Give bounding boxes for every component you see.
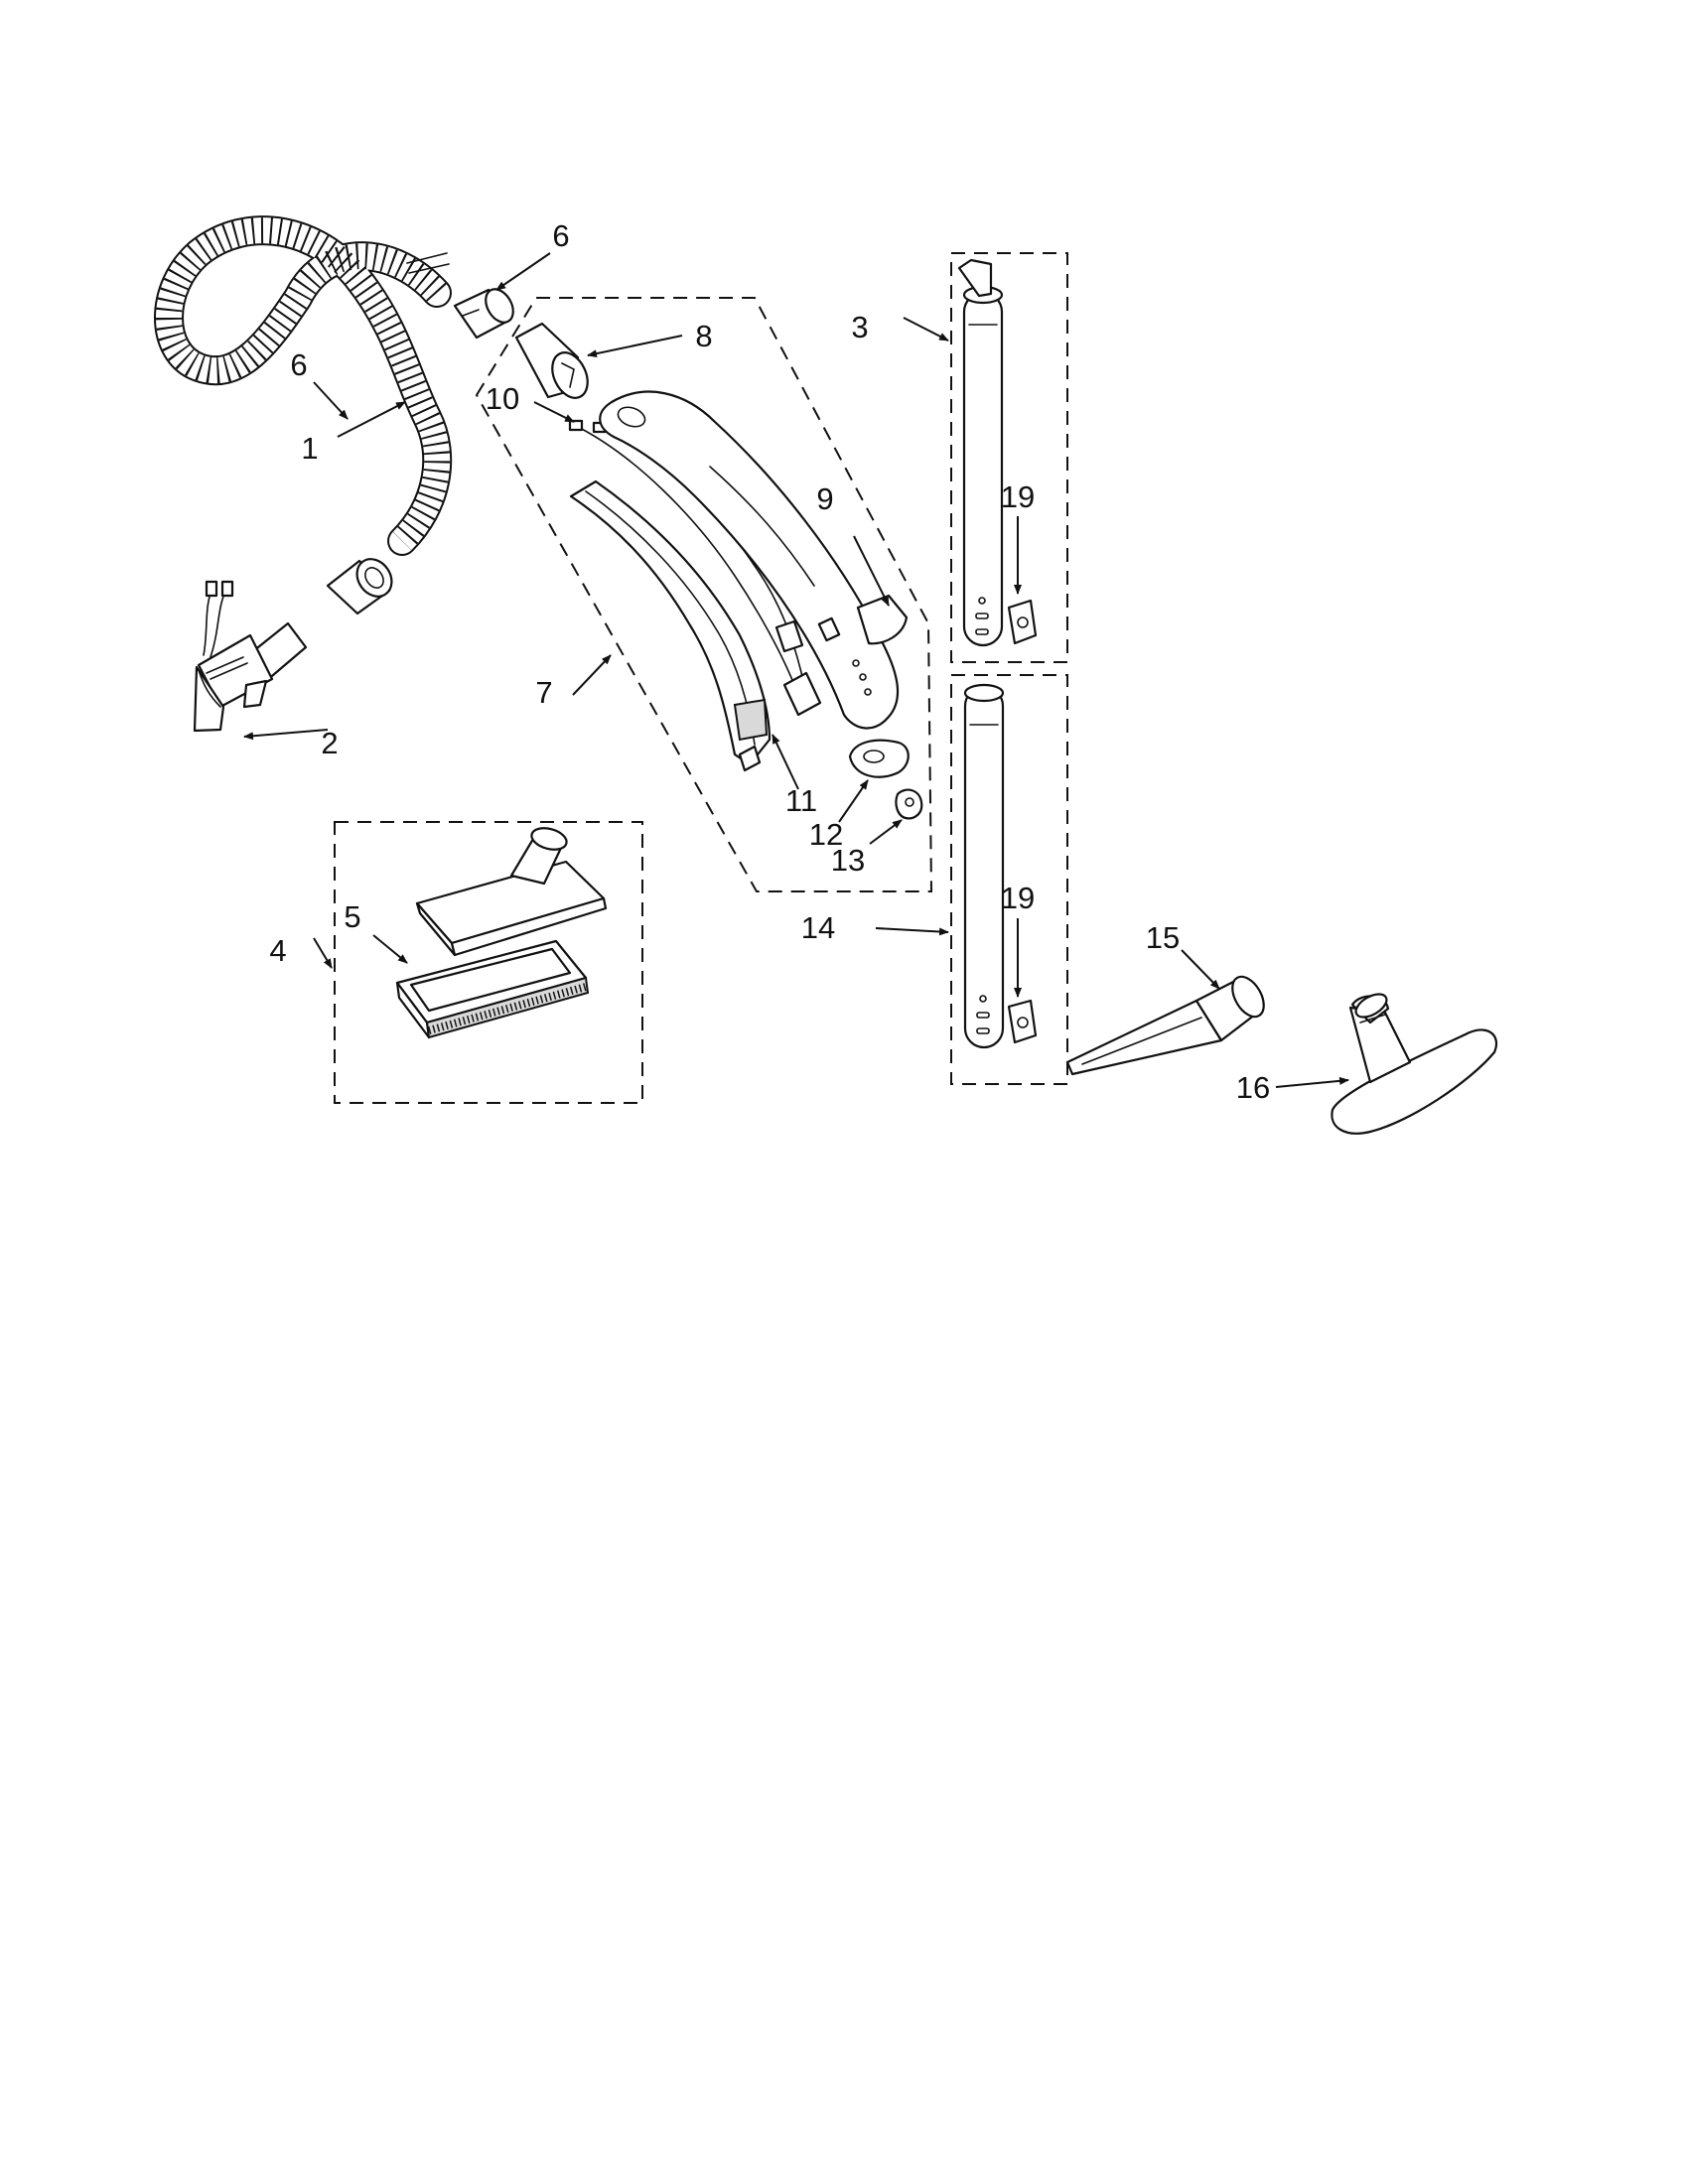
hose-cuff-upper-part-6 xyxy=(453,288,514,340)
handle-housing-part-9 xyxy=(599,390,909,730)
callout-12: 12 xyxy=(809,817,843,852)
floor-brush-part-16 xyxy=(1331,993,1497,1135)
group-box-part-4 xyxy=(334,821,643,1104)
callout-6-upper: 6 xyxy=(552,218,569,253)
callout-8: 8 xyxy=(695,319,712,353)
latch-part-12 xyxy=(848,739,910,778)
callout-6-lower: 6 xyxy=(290,347,307,382)
callout-7: 7 xyxy=(535,675,552,710)
callout-labels: 1 2 3 4 5 6 6 7 8 9 10 11 12 13 14 15 16… xyxy=(269,218,1270,1105)
wand-clip-upper-part-19 xyxy=(1007,599,1038,645)
wand-clip-lower-part-19 xyxy=(1007,999,1038,1044)
hose-part-1 xyxy=(154,215,453,556)
callout-3: 3 xyxy=(851,310,868,344)
callout-9: 9 xyxy=(816,481,833,516)
callout-14: 14 xyxy=(801,910,835,945)
group-box-part-7 xyxy=(475,297,933,892)
hose-swivel-part-2 xyxy=(193,580,308,733)
callout-1: 1 xyxy=(301,431,318,466)
callout-4: 4 xyxy=(269,933,286,968)
brush-insert-part-5 xyxy=(395,939,590,1039)
wand-lower-part-14 xyxy=(963,683,1005,1049)
callout-13: 13 xyxy=(831,843,865,878)
callout-19-upper: 19 xyxy=(1001,479,1035,514)
callout-15: 15 xyxy=(1146,920,1180,955)
handle-connector-part-8 xyxy=(514,322,589,399)
callout-16: 16 xyxy=(1236,1070,1270,1105)
callout-5: 5 xyxy=(344,899,360,934)
button-part-13 xyxy=(895,788,923,820)
group-box-part-3 xyxy=(950,252,1068,663)
upholstery-tool-part-4 xyxy=(415,827,608,957)
callout-11: 11 xyxy=(785,783,817,818)
callout-10: 10 xyxy=(486,381,519,416)
leader-lines xyxy=(243,252,1349,1088)
hose-cuff-lower-part-6 xyxy=(326,558,393,615)
crevice-tool-part-15 xyxy=(1065,975,1265,1076)
handle-lower-housing-part-11 xyxy=(569,479,772,772)
wand-upper-part-3 xyxy=(957,258,1004,647)
callout-19-lower: 19 xyxy=(1001,881,1035,915)
group-box-part-14 xyxy=(950,674,1068,1085)
callout-2: 2 xyxy=(321,726,338,760)
